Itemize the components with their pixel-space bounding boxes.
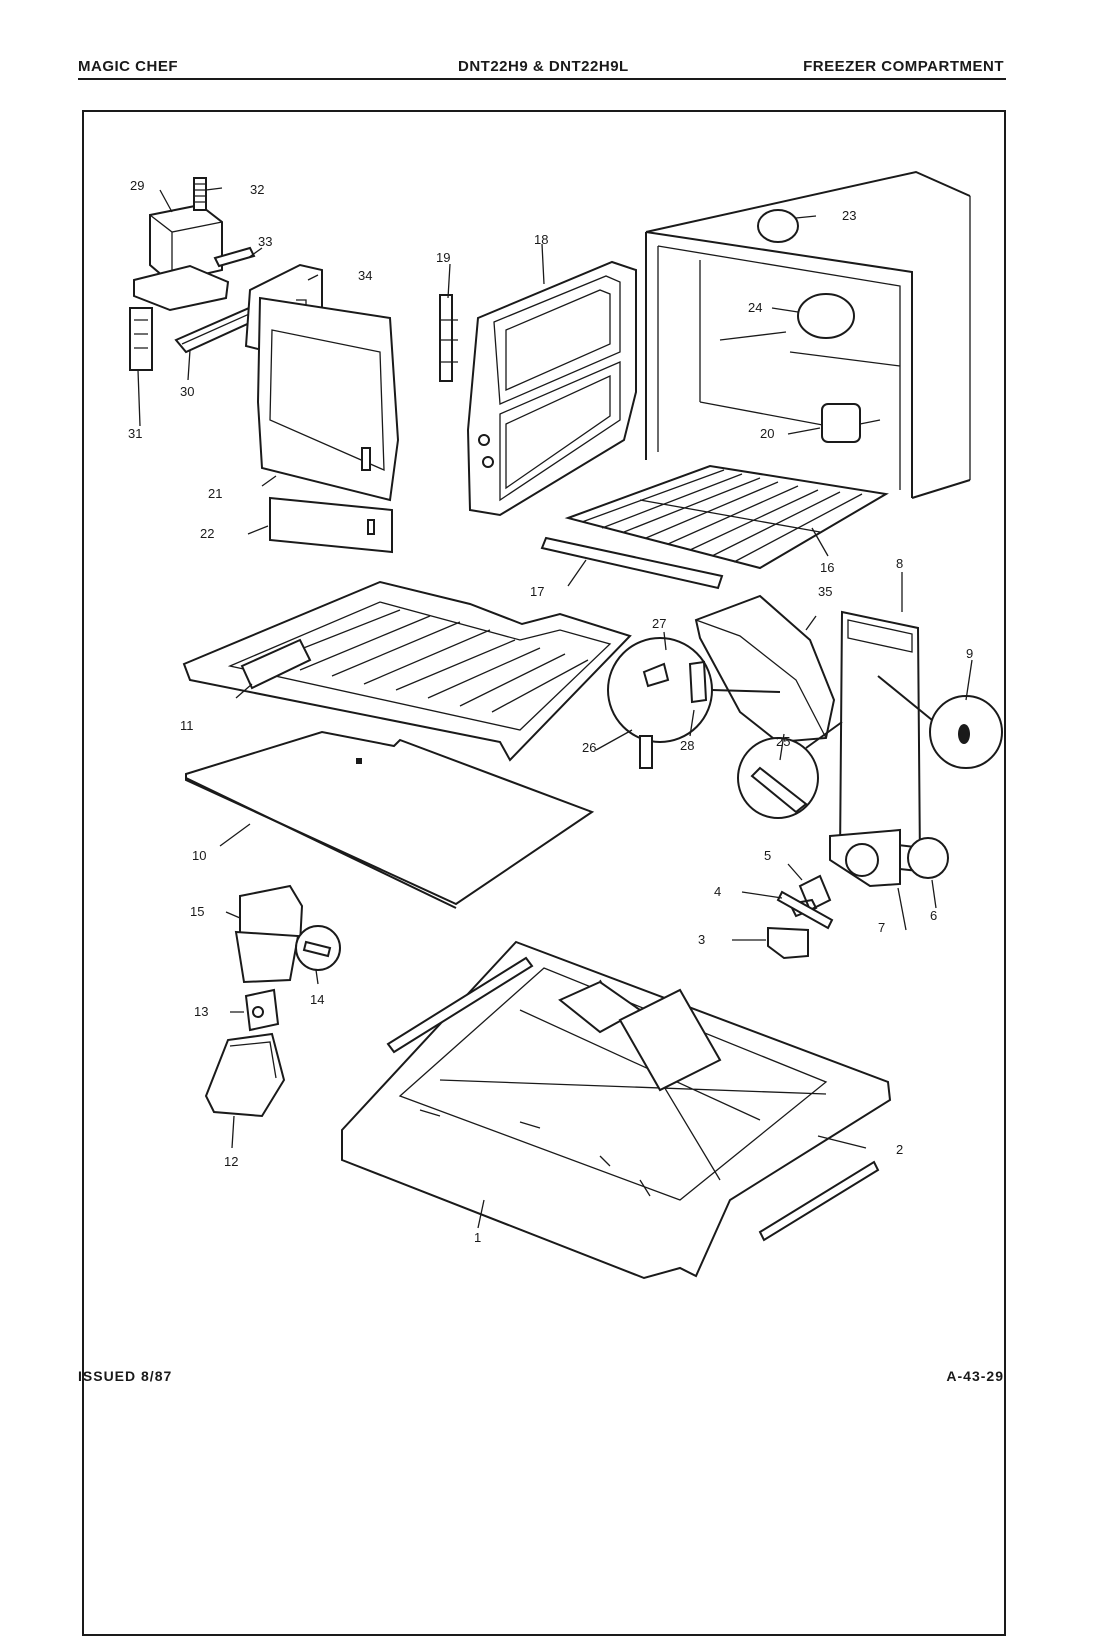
callout-33: 33 bbox=[258, 234, 272, 249]
callout-5: 5 bbox=[764, 848, 771, 863]
callout-13: 13 bbox=[194, 1004, 208, 1019]
evaporator-cover bbox=[607, 594, 836, 769]
leader-lines bbox=[137, 187, 973, 1229]
callout-12: 12 bbox=[224, 1154, 238, 1169]
callout-21: 21 bbox=[208, 486, 222, 501]
callout-4: 4 bbox=[714, 884, 721, 899]
freezer-liner bbox=[645, 170, 971, 499]
callout-numbers: 1 2 3 4 5 6 7 8 9 10 11 12 13 14 15 16 1… bbox=[128, 178, 973, 1245]
callout-15: 15 bbox=[190, 904, 204, 919]
model-label: DNT22H9 & DNT22H9L bbox=[458, 58, 629, 75]
header-rule bbox=[78, 78, 1006, 80]
brand-label: MAGIC CHEF bbox=[78, 58, 178, 75]
callout-20: 20 bbox=[760, 426, 774, 441]
callout-7: 7 bbox=[878, 920, 885, 935]
issued-date: ISSUED 8/87 bbox=[78, 1368, 173, 1384]
callout-18: 18 bbox=[534, 232, 548, 247]
callout-24: 24 bbox=[748, 300, 762, 315]
callout-3: 3 bbox=[698, 932, 705, 947]
callout-10: 10 bbox=[192, 848, 206, 863]
insulation-board bbox=[185, 730, 595, 909]
callout-11: 11 bbox=[180, 718, 194, 733]
callout-16: 16 bbox=[820, 560, 834, 575]
exploded-parts-drawing: 1 2 3 4 5 6 7 8 9 10 11 12 13 14 15 16 1… bbox=[128, 170, 1003, 1280]
callout-31: 31 bbox=[128, 426, 142, 441]
floor-tray bbox=[182, 580, 632, 762]
callout-35: 35 bbox=[818, 584, 832, 599]
section-label: FREEZER COMPARTMENT bbox=[803, 58, 1004, 75]
fan-motor-group bbox=[767, 828, 949, 960]
callout-9: 9 bbox=[966, 646, 973, 661]
callout-22: 22 bbox=[200, 526, 214, 541]
callout-27: 27 bbox=[652, 616, 666, 631]
callout-26: 26 bbox=[582, 740, 596, 755]
callout-29: 29 bbox=[130, 178, 144, 193]
callout-30: 30 bbox=[180, 384, 194, 399]
ice-bin-parts bbox=[204, 884, 341, 1118]
callout-34: 34 bbox=[358, 268, 372, 283]
callout-8: 8 bbox=[896, 556, 903, 571]
callout-25: 25 bbox=[776, 734, 790, 749]
document-reference: A-43-29 bbox=[946, 1368, 1004, 1384]
callout-32: 32 bbox=[250, 182, 264, 197]
callout-6: 6 bbox=[930, 908, 937, 923]
callout-1: 1 bbox=[474, 1230, 481, 1245]
wire-shelf bbox=[540, 464, 889, 590]
control-housing bbox=[256, 296, 400, 554]
callout-17: 17 bbox=[530, 584, 544, 599]
callout-23: 23 bbox=[842, 208, 856, 223]
callout-2: 2 bbox=[896, 1142, 903, 1157]
callout-14: 14 bbox=[310, 992, 324, 1007]
door-frame bbox=[439, 260, 637, 517]
callout-28: 28 bbox=[680, 738, 694, 753]
callout-19: 19 bbox=[436, 250, 450, 265]
liner-bottom bbox=[341, 940, 892, 1280]
